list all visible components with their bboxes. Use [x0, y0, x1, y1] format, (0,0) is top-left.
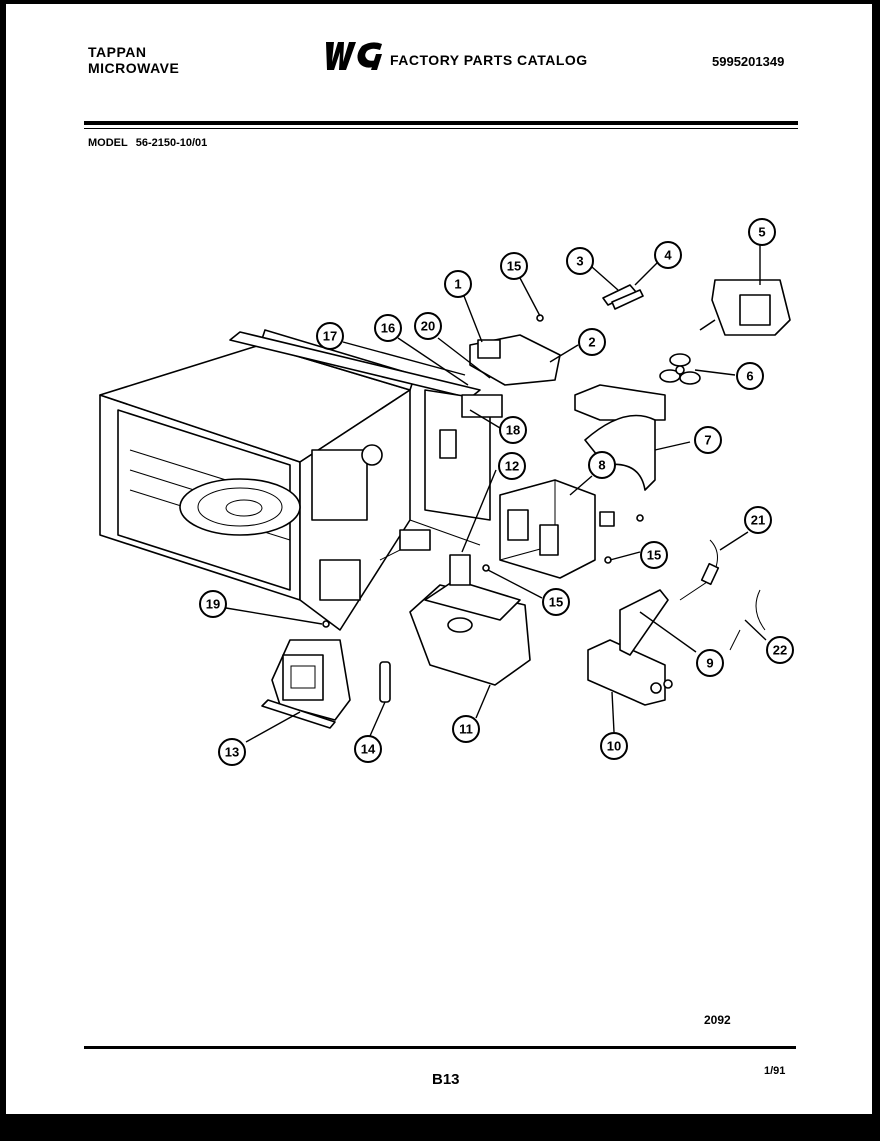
- document-number: 5995201349: [712, 54, 785, 69]
- svg-text:21: 21: [751, 513, 765, 528]
- callout-5: 5: [748, 218, 776, 246]
- callout-19: 19: [199, 590, 227, 618]
- svg-text:3: 3: [576, 254, 583, 269]
- svg-text:15: 15: [507, 259, 521, 274]
- brand-line-2: MICROWAVE: [88, 60, 180, 76]
- callout-18: 18: [499, 416, 527, 444]
- svg-text:14: 14: [361, 742, 376, 757]
- wci-logo: [326, 42, 382, 70]
- mount-bracket: [379, 661, 391, 703]
- brand-block: TAPPAN MICROWAVE: [88, 44, 179, 76]
- svg-text:16: 16: [381, 321, 395, 336]
- svg-text:17: 17: [323, 329, 337, 344]
- wire-harness: [679, 539, 766, 651]
- fan-blade: [659, 353, 701, 385]
- footer-rule: [84, 1046, 796, 1049]
- svg-text:13: 13: [225, 745, 239, 760]
- callout-4: 4: [654, 241, 682, 269]
- callout-15-b: 15: [640, 541, 668, 569]
- callout-13: 13: [218, 738, 246, 766]
- relay-block: [499, 479, 615, 579]
- svg-text:12: 12: [505, 459, 519, 474]
- transformer: [261, 639, 351, 729]
- callout-21: 21: [744, 506, 772, 534]
- brand-line-1: TAPPAN: [88, 44, 147, 60]
- svg-text:19: 19: [206, 597, 220, 612]
- callout-10: 10: [600, 732, 628, 760]
- svg-text:2: 2: [588, 335, 595, 350]
- figure-number: 2092: [704, 1013, 731, 1027]
- catalog-page: [6, 4, 872, 1114]
- svg-text:6: 6: [746, 369, 753, 384]
- svg-text:7: 7: [704, 433, 711, 448]
- callout-16: 16: [374, 314, 402, 342]
- svg-text:8: 8: [598, 458, 605, 473]
- callout-17: 17: [316, 322, 344, 350]
- callout-1: 1: [444, 270, 472, 298]
- leader-lines: [225, 245, 767, 743]
- callout-20: 20: [414, 312, 442, 340]
- callout-7: 7: [694, 426, 722, 454]
- svg-text:18: 18: [506, 423, 520, 438]
- screws: [322, 314, 644, 628]
- svg-text:11: 11: [459, 722, 473, 737]
- callout-3: 3: [566, 247, 594, 275]
- model-label: MODEL: [88, 137, 128, 149]
- callout-22: 22: [766, 636, 794, 664]
- fan-motor: [699, 279, 791, 336]
- magnetron-duct: [409, 554, 531, 686]
- model-number: 56-2150-10/01: [135, 137, 208, 149]
- catalog-title: FACTORY PARTS CATALOG: [390, 52, 588, 68]
- page-number: B13: [432, 1071, 460, 1088]
- header-rule-thin: [84, 128, 798, 129]
- svg-text:15: 15: [549, 595, 563, 610]
- svg-text:1: 1: [454, 277, 461, 292]
- callout-15-a: 15: [500, 252, 528, 280]
- callout-15-c: 15: [542, 588, 570, 616]
- svg-text:4: 4: [664, 248, 672, 263]
- callout-12: 12: [498, 452, 526, 480]
- svg-text:22: 22: [773, 643, 787, 658]
- model-line: MODEL 56-2150-10/01: [88, 137, 215, 149]
- svg-text:10: 10: [607, 739, 621, 754]
- callout-6: 6: [736, 362, 764, 390]
- revision-date: 1/91: [764, 1065, 786, 1077]
- callout-2: 2: [578, 328, 606, 356]
- callout-8: 8: [588, 451, 616, 479]
- svg-text:9: 9: [706, 656, 713, 671]
- hv-capacitor: [587, 589, 673, 706]
- svg-text:20: 20: [421, 319, 435, 334]
- svg-text:5: 5: [758, 225, 765, 240]
- fan-shroud: [574, 384, 666, 491]
- callout-14: 14: [354, 735, 382, 763]
- header-rule: [84, 121, 798, 125]
- callout-9: 9: [696, 649, 724, 677]
- fuse-part: [602, 284, 644, 310]
- oven-cavity: [99, 329, 416, 631]
- bracket-assembly: [461, 334, 561, 418]
- callout-11: 11: [452, 715, 480, 743]
- svg-text:15: 15: [647, 548, 661, 563]
